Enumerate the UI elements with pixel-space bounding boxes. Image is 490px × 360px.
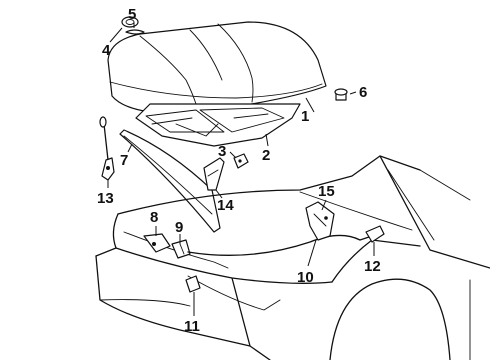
vehicle-body-outline (95, 155, 490, 360)
callout-6: 6 (359, 84, 367, 101)
cable-clip (185, 275, 201, 293)
leader-lines (107, 22, 375, 316)
callout-4: 4 (102, 42, 111, 59)
release-cable (187, 234, 373, 256)
hood-hinge (203, 157, 225, 191)
callout-3: 3 (218, 143, 226, 160)
callout-11: 11 (184, 318, 200, 335)
hood-cushion (334, 88, 348, 101)
callout-5: 5 (128, 6, 136, 23)
hood-panel (107, 21, 327, 113)
hood-seal-strip (119, 129, 221, 233)
callout-8: 8 (150, 209, 158, 226)
hood-support-rod (99, 116, 115, 181)
callout-10: 10 (297, 269, 314, 286)
callout-2: 2 (262, 147, 270, 164)
hood-latch (143, 233, 171, 253)
callout-9: 9 (175, 219, 183, 236)
callout-labels: 1 2 3 4 5 6 7 8 9 10 11 12 13 14 15 (97, 6, 381, 335)
hood-bumper (233, 153, 249, 169)
callout-14: 14 (217, 197, 234, 214)
callout-1: 1 (301, 108, 309, 125)
release-handle (365, 225, 385, 243)
safety-catch (171, 239, 191, 259)
retainer-clip (125, 29, 145, 35)
callout-13: 13 (97, 190, 114, 207)
callout-12: 12 (364, 258, 381, 275)
hood-hinge-bracket (305, 201, 335, 241)
callout-15: 15 (318, 183, 335, 200)
callout-7: 7 (120, 152, 128, 169)
hood-inner-panel (135, 103, 301, 147)
